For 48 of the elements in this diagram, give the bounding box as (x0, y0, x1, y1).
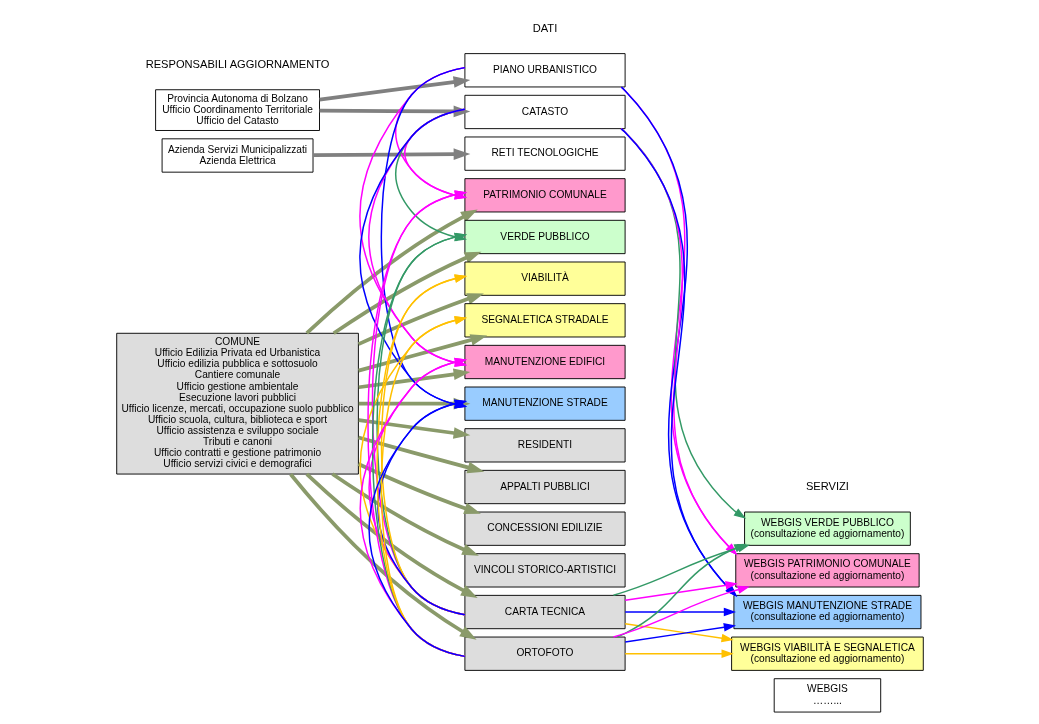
node-box: WEBGIS PATRIMONIO COMUNALE (consultazione ed aggiornamento) (734, 553, 920, 588)
arrow (623, 607, 736, 617)
node-box: CONCESSIONI EDILIZIE (463, 511, 626, 546)
node-box: APPALTI PUBBLICI (463, 469, 626, 505)
arrow (330, 472, 479, 556)
arrow (357, 334, 487, 373)
arrow (312, 148, 470, 161)
arrow (358, 418, 470, 439)
node-box: PATRIMONIO COMUNALE (463, 178, 626, 213)
arrow (357, 293, 484, 346)
node-box: Azienda Servizi Municipalizzati Azienda Elettrica (161, 138, 313, 173)
node-box: CATASTO (463, 94, 626, 130)
arrow (616, 543, 746, 638)
arrow (612, 585, 750, 638)
node-box: ORTOFOTO (463, 636, 626, 671)
node-box: CARTA TECNICA (463, 594, 626, 630)
label: DATI (532, 21, 557, 34)
arrow (357, 462, 481, 514)
node-box: COMUNE Ufficio Edilizia Privata ed Urbanistica Ufficio edilizia pubblica e sottosuolo Cantiere comunale Ufficio gestione ambientale Esecuzione lavori pubblici Ufficio licenze, mercati, occupazione suolo pubblico Ufficio scuola, cultura, biblioteca e sport Ufficio assistenza e sviluppo sociale Tributi e canoni Ufficio contratti e gestione patrimonio Ufficio servizi civici e demografici (115, 332, 359, 475)
label: SERVIZI (805, 479, 849, 492)
arrow (367, 399, 467, 658)
arrow (376, 399, 467, 616)
node-box: RETI TECNOLOGICHE (463, 136, 626, 171)
arrow (305, 209, 478, 335)
node-box: MANUTENZIONE EDIFICI (463, 344, 626, 380)
node-box: SEGNALETICA STRADALE (463, 303, 626, 338)
arrow (623, 649, 734, 658)
arrow (305, 472, 478, 598)
arrow (318, 76, 470, 102)
node-box: WEBGIS VIABILITÀ E SEGNALETICA (consultazione ed aggiornamento) (730, 636, 924, 671)
node-box: WEBGIS MANUTENZIONE STRADE (consultazione ed aggiornamento) (732, 594, 921, 630)
node-box: WEBGIS ……... (773, 678, 881, 713)
arrow (319, 105, 470, 118)
node-box: VIABILITÀ (463, 261, 626, 296)
node-box: WEBGIS VERDE PUBBLICO (consultazione ed aggiornamento) (743, 511, 911, 546)
arrow (358, 368, 470, 390)
node-box: VINCOLI STORICO-ARTISTICI (463, 553, 626, 588)
arrow (623, 581, 738, 601)
node-box: PIANO URBANISTICO (463, 53, 626, 88)
node-box: RESIDENTI (463, 428, 626, 463)
node-box: VERDE PUBBLICO (463, 219, 626, 255)
node-box: MANUTENZIONE STRADE (463, 386, 626, 421)
arrow (358, 397, 470, 410)
node-box: Provincia Autonoma di Bolzano Ufficio Coordinamento Territoriale Ufficio del Catasto (154, 89, 320, 131)
label: RESPONSABILI AGGIORNAMENTO (145, 57, 329, 70)
arrow (288, 473, 477, 640)
arrow (357, 435, 484, 474)
arrow (332, 251, 481, 335)
